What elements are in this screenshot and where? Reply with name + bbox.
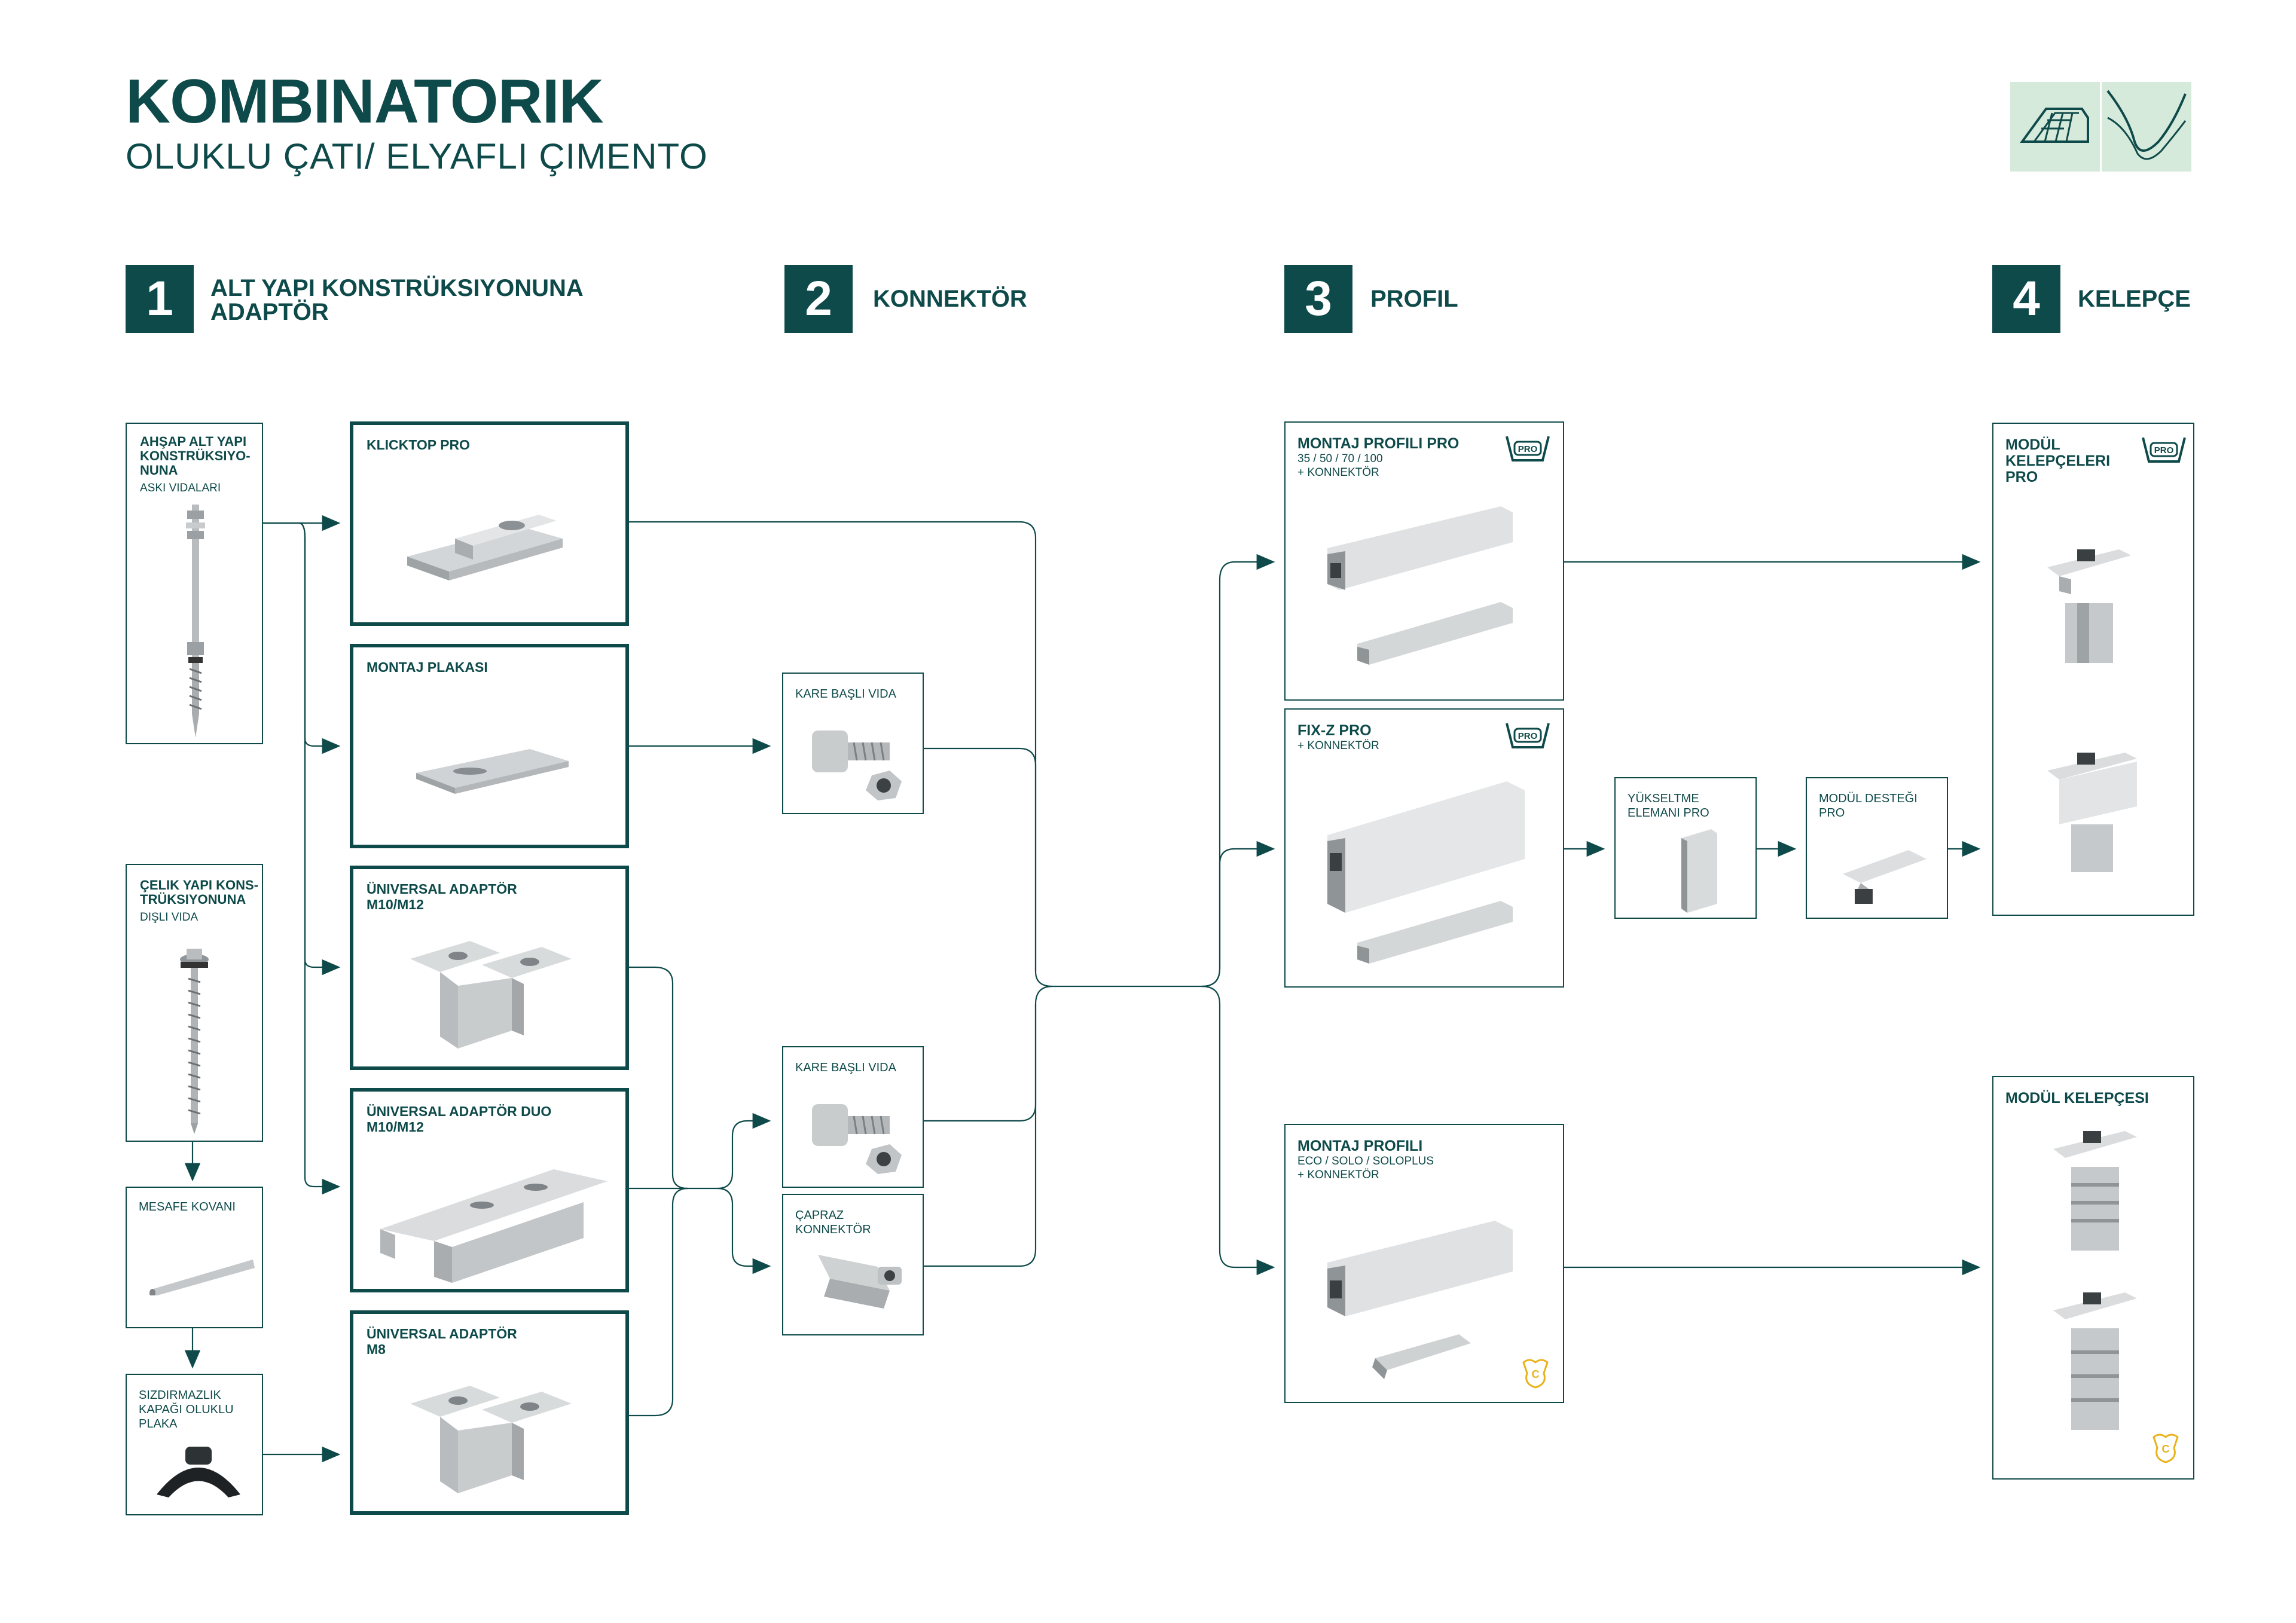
step-3-title: PROFIL [1370,286,1458,312]
module-support-card[interactable]: MODÜL DESTEĞI PRO [1806,777,1948,919]
wood-substructure-title: AHŞAP ALT YAPI KONSTRÜKSIYO-NUNA [140,434,251,478]
klicktop-image [407,515,563,580]
pro-badge-text: PRO [1518,444,1538,454]
page-title: KOMBINATORIK [126,67,604,136]
step-3-number: 3 [1284,265,1352,333]
pro-badge-icon: PRO [1504,433,1552,466]
mounting-plate-image [416,749,569,794]
montaj-profile-eco-image [1327,1221,1513,1379]
cross-connector-image [818,1255,902,1309]
corrugated-roof-icon [2102,82,2191,172]
adapter-title-sub: M10/M12 [367,897,424,912]
profile-title: FIX-Z PRO [1297,722,1372,739]
elevation-element-card[interactable]: YÜKSELTME ELEMANI PRO [1614,777,1757,919]
step-1-title: ALT YAPI KONSTRÜKSIYONUNA ADAPTÖR [210,275,583,325]
step-4-title: KELEPÇE [2078,286,2191,312]
clamp-card[interactable]: MODÜL KELEPÇESI C [1992,1076,2194,1480]
profile-label: MONTAJ PROFILI ECO / SOLO / SOLOPLUS + K… [1297,1138,1434,1182]
connector-card-square-head-screw-1[interactable]: KARE BAŞLI VIDA [782,673,924,814]
clamp-title: MODÜL KELEPÇELERI PRO [2005,436,2111,485]
adapter-card-montaj-plakasi[interactable]: MONTAJ PLAKASI [350,644,629,848]
pro-badge-text: PRO [1518,731,1538,741]
profile-card-montaj-eco[interactable]: MONTAJ PROFILI ECO / SOLO / SOLOPLUS + K… [1284,1124,1564,1403]
solar-roof-icon [2010,82,2100,172]
adapter-title-sub: M8 [367,1341,386,1357]
pro-badge-text: PRO [2154,445,2174,456]
profile-sub2: + KONNEKTÖR [1297,466,1379,479]
adapter-title: KLICKTOP PRO [367,437,470,453]
steel-substructure-sub: DIŞLI VIDA [140,911,199,924]
steel-substructure-card[interactable]: ÇELIK YAPI KONS-TRÜKSIYONUNA DIŞLI VIDA [126,864,263,1142]
adapter-title-main: ÜNIVERSAL ADAPTÖR DUO [367,1104,552,1119]
profile-card-fix-z-pro[interactable]: FIX-Z PRO + KONNEKTÖR PRO [1284,708,1564,988]
c-badge-icon: C [1518,1355,1553,1394]
connector-title: KARE BAŞLI VIDA [795,687,896,701]
universal-adapter-duo-image [380,1169,607,1283]
c-badge-text: C [2162,1443,2170,1455]
step-4-number: 4 [1992,265,2060,333]
clamp-title: MODÜL KELEPÇESI [2005,1090,2149,1107]
universal-adapter-m8-image [410,1386,572,1493]
module-support-image [1843,850,1926,904]
wood-substructure-sub: ASKI VIDALARI [140,482,221,494]
steel-substructure-title: ÇELIK YAPI KONS-TRÜKSIYONUNA [140,878,259,907]
step-2-title: KONNEKTÖR [873,286,1027,312]
clamp-card-pro[interactable]: MODÜL KELEPÇELERI PRO PRO [1992,423,2194,916]
universal-adapter-image [410,941,572,1049]
elevation-element-image [1681,829,1717,913]
spacer-sleeve-card[interactable]: MESAFE KOVANI [126,1187,263,1328]
end-clamp-image [2053,1292,2137,1430]
profile-label: FIX-Z PRO + KONNEKTÖR [1297,723,1379,753]
adapter-title-main: ÜNIVERSAL ADAPTÖR [367,881,517,897]
pro-badge-icon: PRO [1504,720,1552,753]
spacer-sleeve-title: MESAFE KOVANI [139,1200,236,1214]
page-subtitle: OLUKLU ÇATI/ ELYAFLI ÇIMENTO [126,136,708,176]
square-head-screw-image [812,1104,902,1174]
connector-title: KARE BAŞLI VIDA [795,1061,896,1074]
profile-sub1: ECO / SOLO / SOLOPLUS [1297,1155,1434,1167]
profile-card-montaj-pro[interactable]: MONTAJ PROFILI PRO 35 / 50 / 70 / 100 + … [1284,421,1564,701]
step-2-number: 2 [784,265,853,333]
adapter-title-main: ÜNIVERSAL ADAPTÖR [367,1326,517,1341]
profile-sub1: + KONNEKTÖR [1297,739,1379,752]
sealing-cap-title: SIZDIRMAZLIK KAPAĞI OLUKLU PLAKA [139,1389,234,1431]
montaj-profile-pro-image [1327,506,1513,665]
sealing-cap-card[interactable]: SIZDIRMAZLIK KAPAĞI OLUKLU PLAKA [126,1374,263,1515]
c-badge-text: C [1532,1368,1540,1380]
sealing-cap-image [157,1447,240,1497]
profile-label: MONTAJ PROFILI PRO 35 / 50 / 70 / 100 + … [1297,436,1459,479]
middle-clamp-image [2053,1131,2137,1251]
middle-clamp-pro-image [2047,549,2131,663]
connector-title: ÇAPRAZ KONNEKTÖR [795,1209,871,1236]
square-head-screw-image [812,730,902,800]
pro-badge-icon: PRO [2140,435,2188,467]
adapter-card-klicktop-pro[interactable]: KLICKTOP PRO [350,421,629,626]
c-badge-icon: C [2148,1430,2184,1469]
connector-card-cross-connector[interactable]: ÇAPRAZ KONNEKTÖR [782,1194,924,1335]
profile-title: MONTAJ PROFILI [1297,1138,1423,1154]
elevation-title: YÜKSELTME ELEMANI PRO [1628,792,1709,820]
adapter-title-sub: M10/M12 [367,1119,424,1135]
hanger-bolt-image [186,505,205,738]
wood-substructure-card[interactable]: AHŞAP ALT YAPI KONSTRÜKSIYO-NUNA ASKI VI… [126,423,263,744]
spacer-sleeve-image [149,1260,255,1295]
step-1-number: 1 [126,265,194,333]
connector-card-square-head-screw-2[interactable]: KARE BAŞLI VIDA [782,1046,924,1188]
profile-sub1: 35 / 50 / 70 / 100 [1297,453,1383,465]
profile-title: MONTAJ PROFILI PRO [1297,435,1460,452]
adapter-title: MONTAJ PLAKASI [367,659,488,675]
module-support-title: MODÜL DESTEĞI PRO [1819,792,1918,820]
profile-sub2: + KONNEKTÖR [1297,1169,1379,1181]
fix-z-profile-image [1327,781,1525,964]
threaded-screw-image [180,949,209,1134]
end-clamp-pro-image [2047,753,2137,872]
